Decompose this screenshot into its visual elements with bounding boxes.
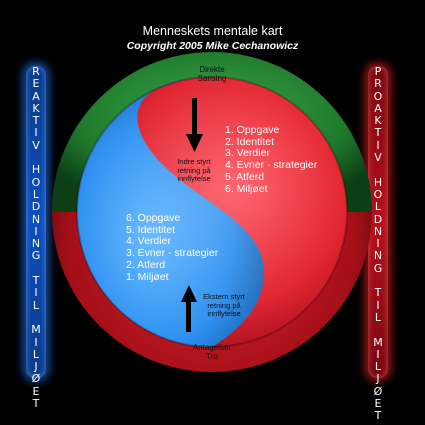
reaktiv-letter: D bbox=[31, 200, 41, 214]
red-list-item: 2. Identitet bbox=[225, 135, 275, 148]
outer-label-line: retning på bbox=[207, 300, 241, 310]
reaktiv-letter: T bbox=[32, 397, 40, 411]
reaktiv-letter: L bbox=[32, 347, 40, 361]
inner-label-line: innflytelse bbox=[177, 174, 211, 183]
proaktiv-letter: K bbox=[374, 114, 382, 128]
proaktiv-letter: G bbox=[373, 261, 383, 275]
reaktiv-letter: I bbox=[34, 126, 38, 140]
reaktiv-letter: N bbox=[31, 237, 41, 251]
reaktiv-letter: V bbox=[32, 138, 40, 152]
proaktiv-letter: I bbox=[376, 347, 380, 361]
reaktiv-letter: J bbox=[34, 360, 38, 374]
proaktiv-letter: L bbox=[374, 360, 382, 374]
blue-list-item: 5. Identitet bbox=[126, 223, 176, 236]
copyright-line: Copyright 2005 Mike Cechanowicz bbox=[126, 40, 299, 52]
proaktiv-letter: V bbox=[374, 151, 382, 165]
reaktiv-letter: E bbox=[32, 77, 40, 91]
proaktiv-letter: N bbox=[373, 249, 383, 263]
proaktiv-letter: P bbox=[374, 65, 382, 78]
reaktiv-letter: Ø bbox=[31, 372, 41, 386]
proaktiv-letter: R bbox=[374, 77, 382, 91]
proaktiv-letter: D bbox=[373, 212, 383, 226]
reaktiv-letter: I bbox=[34, 335, 38, 349]
inner-yin-yang bbox=[76, 76, 348, 348]
diagram-title: Menneskets mentale kart bbox=[142, 24, 283, 38]
red-list-item: 6. Miljøet bbox=[225, 182, 268, 195]
reaktiv-letter: T bbox=[32, 114, 40, 128]
proaktiv-letter: L bbox=[374, 310, 382, 324]
reaktiv-letter: M bbox=[31, 323, 41, 337]
proaktiv-letter: T bbox=[374, 409, 382, 423]
blue-list-item: 3. Evner - strategier bbox=[126, 247, 219, 260]
red-list-item: 3. Verdier bbox=[225, 147, 270, 160]
down-arrow bbox=[186, 98, 203, 152]
proaktiv-letter: A bbox=[374, 101, 382, 115]
reaktiv-letter: E bbox=[32, 384, 40, 398]
proaktiv-letter: O bbox=[373, 187, 383, 201]
proaktiv-letter: O bbox=[373, 89, 383, 103]
reaktiv-letter: N bbox=[31, 212, 41, 226]
proaktiv-letter: N bbox=[373, 224, 383, 238]
inner-label-line: retning på bbox=[177, 165, 211, 175]
reaktiv-letter: I bbox=[34, 224, 38, 238]
outer-label-line: innflytelse bbox=[207, 309, 241, 318]
reaktiv-letter: H bbox=[31, 163, 41, 177]
proaktiv-letter: T bbox=[374, 126, 382, 140]
reaktiv-letter: G bbox=[31, 249, 41, 263]
reaktiv-letter: L bbox=[32, 298, 40, 312]
reaktiv-letter: O bbox=[31, 175, 41, 189]
proaktiv-letter: I bbox=[376, 237, 380, 251]
reaktiv-letter: R bbox=[32, 65, 40, 78]
reaktiv-letter: I bbox=[34, 286, 38, 300]
proaktiv-letter: I bbox=[376, 298, 380, 312]
red-list-item: 4. Evner - strategier bbox=[225, 159, 318, 172]
bottom-label-line: Tro bbox=[206, 352, 218, 361]
blue-list-item: 6. Oppgave bbox=[126, 212, 181, 224]
proaktiv-letter: T bbox=[374, 286, 382, 300]
red-list-item: 1. Oppgave bbox=[225, 124, 280, 136]
red-list-item: 5. Atferd bbox=[225, 170, 265, 183]
proaktiv-letter: L bbox=[374, 200, 382, 214]
blue-list-item: 1. Miljøet bbox=[126, 270, 169, 283]
outer-label-line: Ekstern styrt bbox=[203, 292, 245, 301]
proaktiv-letter: M bbox=[373, 335, 383, 349]
reaktiv-letter: K bbox=[32, 101, 40, 115]
blue-list-item: 4. Verdier bbox=[126, 235, 171, 248]
reaktiv-letter: T bbox=[32, 274, 40, 288]
proaktiv-letter: I bbox=[376, 138, 380, 152]
proaktiv-letter: E bbox=[374, 397, 382, 411]
bottom-label-line: Antagelser bbox=[192, 343, 232, 352]
proaktiv-letter: H bbox=[373, 175, 383, 189]
blue-list-item: 2. Atferd bbox=[126, 258, 166, 271]
up-arrow bbox=[181, 285, 197, 332]
reaktiv-letter: A bbox=[32, 89, 40, 103]
reaktiv-letter: L bbox=[32, 187, 40, 201]
top-label-line: Sansing bbox=[197, 74, 227, 83]
proaktiv-letter: Ø bbox=[373, 384, 383, 398]
top-label-line: Direkte bbox=[199, 65, 225, 74]
proaktiv-letter: J bbox=[376, 372, 380, 386]
inner-label-line: Indre styrt bbox=[177, 157, 211, 166]
